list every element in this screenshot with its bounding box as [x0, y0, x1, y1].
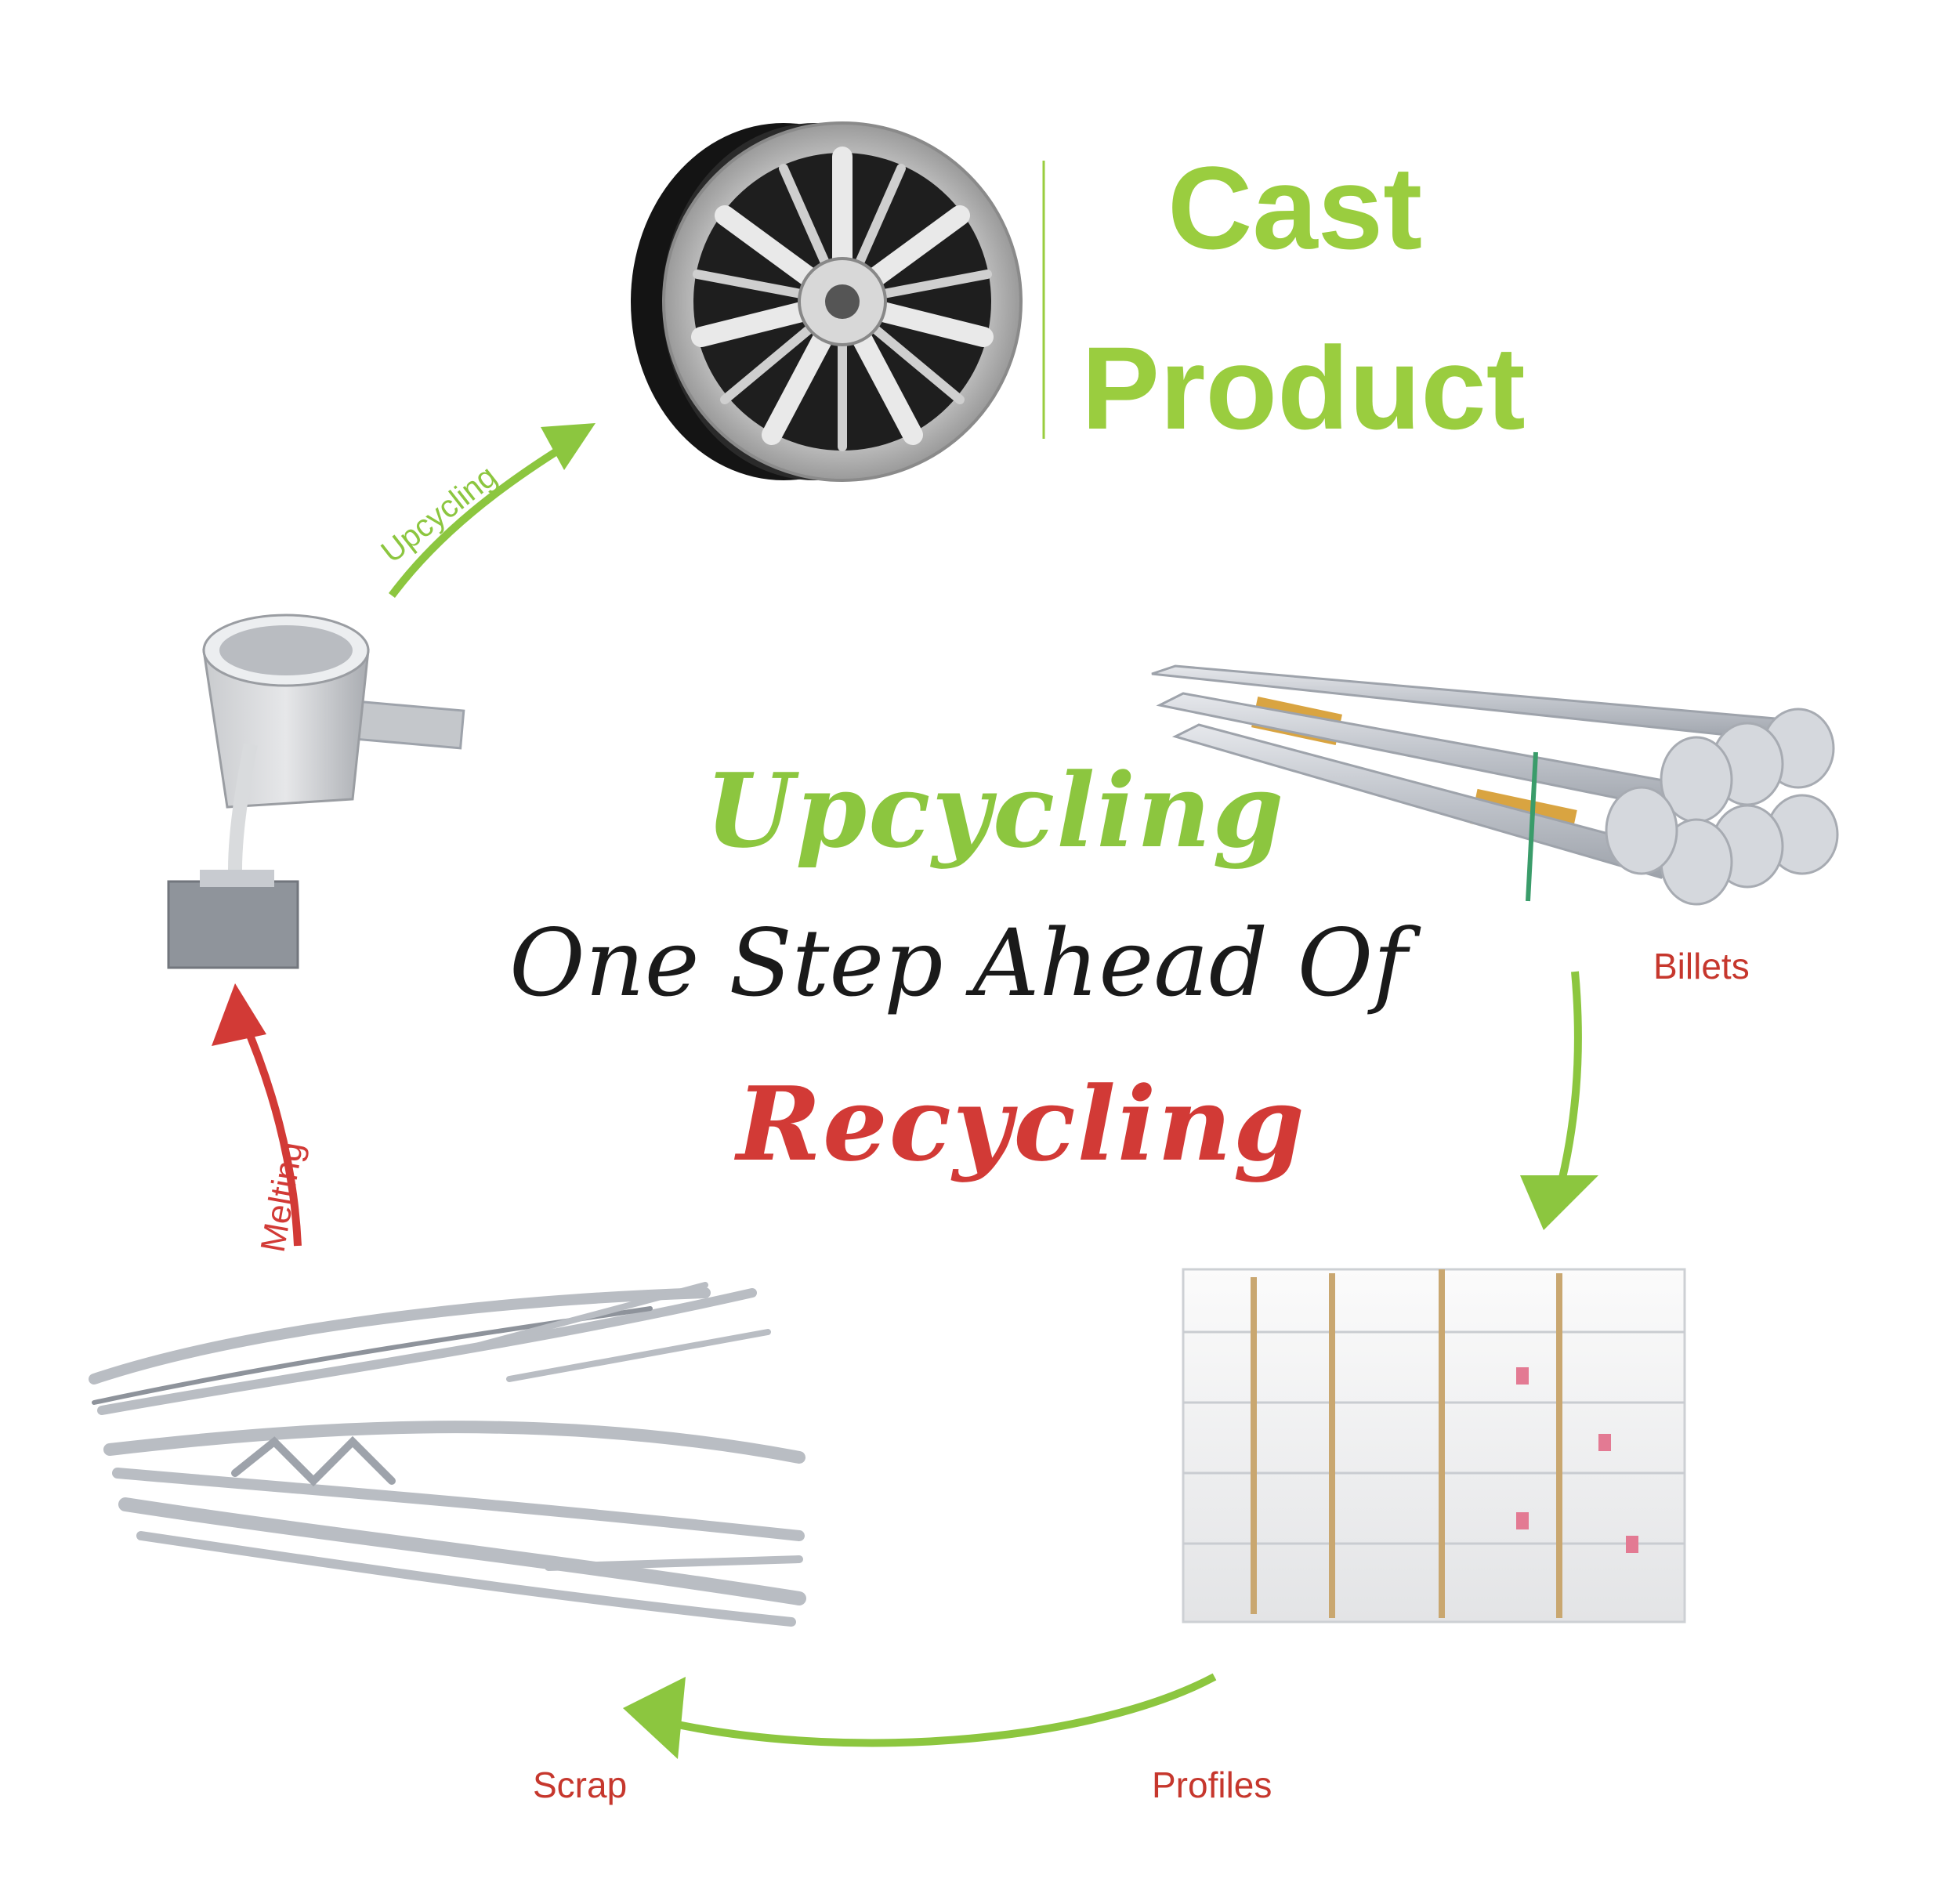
center-one-step-ahead: One Step Ahead Of: [509, 909, 1408, 1017]
wheel-image: [631, 121, 1023, 482]
label-billets: Billets: [1653, 946, 1750, 986]
ladle-image: [167, 614, 465, 969]
label-scrap: Scrap: [533, 1765, 628, 1805]
center-recycling: Recycling: [737, 1064, 1306, 1184]
center-upcycling: Upcycling: [705, 751, 1286, 871]
upcycling-arrow: [389, 423, 596, 599]
label-profiles: Profiles: [1152, 1765, 1272, 1805]
scrap-image: [89, 1282, 806, 1627]
melting-arrow: [212, 983, 302, 1247]
title-line-cast: Cast: [1167, 142, 1423, 273]
upcycling-arrow-label: Upcycling: [375, 459, 503, 570]
title-line-product: Product: [1081, 322, 1526, 454]
billets-image: [1151, 664, 1839, 906]
profiles-to-scrap-arrow: [623, 1673, 1217, 1759]
profiles-image: [1182, 1268, 1686, 1623]
melting-arrow-label: Melting: [254, 1139, 311, 1255]
billets-to-profiles-arrow: [1520, 971, 1598, 1230]
